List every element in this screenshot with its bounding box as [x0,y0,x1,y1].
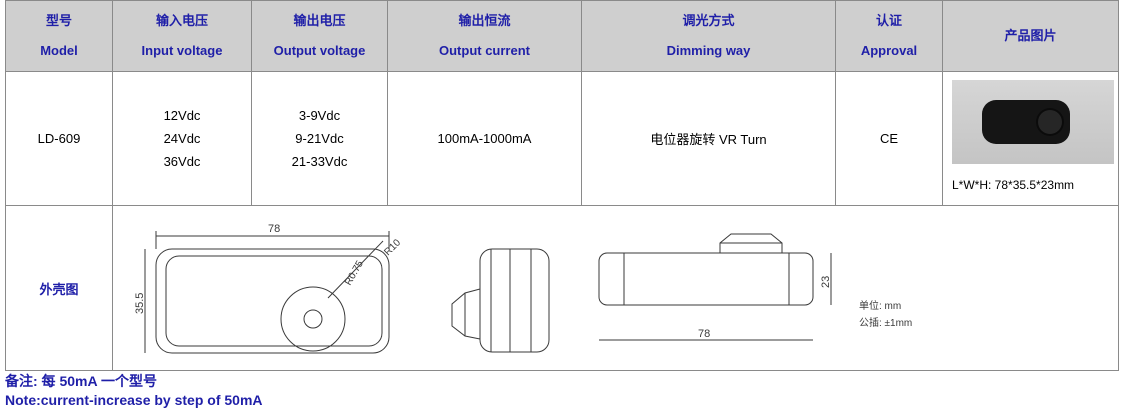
side-view-outline [479,248,550,353]
header-dimming-zh: 调光方式 [682,13,735,28]
output-current-cell: 100mA-1000mA [387,71,582,206]
header-approval-zh: 认证 [875,13,902,28]
drawing-row: 外壳图 78 35.5 R10 R0.75 [5,205,1119,371]
header-approval-en: Approval [860,43,918,58]
output-voltage-3: 21-33Vdc [291,154,348,169]
spec-table: 型号 Model 输入电压 Input voltage 输出电压 Output … [5,0,1119,371]
drawing-cell: 78 35.5 R10 R0.75 [112,205,1119,371]
input-voltage-3: 36Vdc [163,154,201,169]
dim-78-top-label: 78 [268,223,280,235]
header-picture-zh: 产品图片 [1004,28,1057,43]
dim-r0-75-label: R0.75 [343,259,366,288]
note-zh: 备注: 每 50mA 一个型号 [5,373,157,389]
drawing-label: 外壳图 [5,205,113,371]
dim-78-bottom-label: 78 [698,328,710,340]
header-output-v-zh: 输出电压 [293,13,346,28]
housing-drawing: 78 35.5 R10 R0.75 [134,223,912,354]
top-view-knob-outer [280,286,346,352]
header-output-current: 输出恒流 Output current [387,0,582,72]
header-output-voltage: 输出电压 Output voltage [251,0,388,72]
header-output-c-zh: 输出恒流 [458,13,511,28]
top-view-knob-inner [303,309,323,329]
top-view-inner-outline [165,255,383,347]
header-model: 型号 Model [5,0,113,72]
input-voltage-cell: 12Vdc 24Vdc 36Vdc [112,71,252,206]
notes: 备注: 每 50mA 一个型号 Note:current-increase by… [5,372,263,410]
header-input-zh: 输入电压 [155,13,208,28]
header-output-v-en: Output voltage [273,43,366,58]
input-voltage-2: 24Vdc [163,131,201,146]
output-voltage-cell: 3-9Vdc 9-21Vdc 21-33Vdc [251,71,388,206]
dim-35-5-label: 35.5 [134,293,146,314]
header-dimming-en: Dimming way [666,43,751,58]
model-cell: LD-609 [5,71,113,206]
output-voltage-1: 3-9Vdc [298,108,341,123]
top-view-outline [155,248,390,354]
header-dimming-way: 调光方式 Dimming way [581,0,836,72]
output-voltage-2: 9-21Vdc [295,131,344,146]
unit-note: 单位: mm [859,299,901,312]
dim-23-label: 23 [820,276,832,288]
dim-leader-r10 [327,240,384,299]
header-model-zh: 型号 [45,13,72,28]
header-output-c-en: Output current [439,43,530,58]
product-photo [952,80,1114,164]
front-view-knob [719,233,783,253]
dimmer-knob [1038,110,1062,134]
approval-cell: CE [835,71,943,206]
product-row: LD-609 12Vdc 24Vdc 36Vdc 3-9Vdc 9-21Vdc … [5,71,1119,206]
dimming-cell: 电位器旋转 VR Turn [581,71,836,206]
product-photo-cell: L*W*H: 78*35.5*23mm [942,71,1119,206]
note-en: Note:current-increase by step of 50mA [5,392,263,408]
tolerance-note: 公插: ±1mm [859,316,912,329]
header-input-voltage: 输入电压 Input voltage [112,0,252,72]
dimensions-label: L*W*H: 78*35.5*23mm [952,178,1075,192]
input-voltage-1: 12Vdc [163,108,201,123]
header-input-en: Input voltage [141,43,223,58]
header-model-en: Model [40,43,78,58]
header-row: 型号 Model 输入电压 Input voltage 输出电压 Output … [5,0,1119,72]
header-product-picture: 产品图片 [942,0,1119,72]
header-approval: 认证 Approval [835,0,943,72]
front-view-outline [598,252,814,306]
side-view-knob [451,288,481,340]
